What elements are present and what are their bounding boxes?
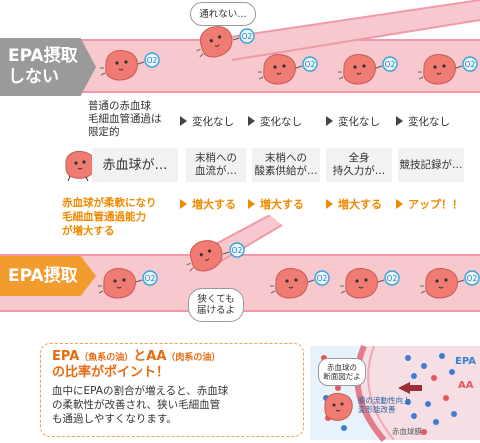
card-endurance: 全身 持久力が… — [326, 148, 392, 182]
card-rbc: 赤血球が… — [92, 148, 178, 182]
epa-molecule-dot — [421, 363, 427, 369]
svg-text:O2: O2 — [465, 60, 476, 69]
change-label-3: 変化なし — [326, 116, 380, 129]
red-blood-cell-icon: O2 — [340, 268, 400, 299]
red-blood-cell-icon: O2 — [420, 268, 480, 299]
svg-text:O2: O2 — [305, 60, 316, 69]
info-box-title: EPA（魚系の油）とAA（肉系の油） — [52, 349, 221, 364]
speech-bubble-bottom: 狭くても 届けるよ — [188, 288, 244, 322]
row-label-no-epa: EPA摂取 しない — [0, 38, 96, 96]
result-label-3: 増大する — [326, 196, 382, 212]
svg-text:O2: O2 — [467, 274, 478, 283]
aa-molecule-dot — [431, 375, 437, 381]
change-label-2: 変化なし — [248, 116, 302, 129]
info-box — [40, 343, 304, 437]
red-blood-cell-icon: O2 — [270, 268, 330, 299]
epa-molecule-dot — [341, 425, 347, 431]
card-oxygen-supply: 末梢への 酸素供給が… — [252, 148, 320, 182]
epa-molecule-dot — [425, 401, 431, 407]
rbc-mascot-small-icon — [324, 392, 353, 421]
change-label-1: 変化なし — [180, 116, 234, 129]
info-box-subtitle: の比率がポイント！ — [52, 365, 170, 380]
epa-molecule-dot — [411, 413, 417, 419]
epa-molecule-dot — [433, 419, 439, 425]
result-label-4: アップ！！ — [396, 196, 463, 212]
svg-text:O2: O2 — [387, 274, 398, 283]
aa-molecule-dot — [443, 395, 449, 401]
epa-molecule-dot — [439, 353, 445, 359]
epa-molecule-dot — [405, 355, 411, 361]
epa-molecule-dot — [451, 411, 457, 417]
red-blood-cell-icon: O2 — [98, 268, 158, 299]
red-blood-cell-icon: O2 — [418, 54, 478, 85]
diagram-aa-label: AA — [458, 380, 474, 391]
info-box-body: 血中にEPAの割合が増えると、赤血球 の柔軟性が改善され、狭い毛細血管 も通過し… — [52, 385, 229, 425]
svg-text:O2: O2 — [242, 32, 253, 41]
epa-molecule-dot — [411, 373, 417, 379]
red-blood-cell-icon: O2 — [186, 240, 245, 272]
card-competition-record: 競技記録が… — [398, 148, 464, 182]
epa-molecule-dot — [449, 369, 455, 375]
result-label-1: 増大する — [180, 196, 236, 212]
red-blood-cell-icon: O2 — [100, 50, 160, 81]
svg-text:O2: O2 — [317, 274, 328, 283]
svg-text:O2: O2 — [385, 60, 396, 69]
red-blood-cell-icon: O2 — [196, 26, 255, 58]
diagram-epa-label: EPA — [455, 356, 476, 367]
svg-text:O2: O2 — [145, 274, 156, 283]
epa-effect-note: 赤血球が柔軟になり 毛細血管通過能力 が増大する — [62, 197, 157, 237]
svg-text:O2: O2 — [147, 56, 158, 65]
rbc-membrane-diagram — [310, 344, 480, 442]
red-blood-cell-icon: O2 — [338, 54, 398, 85]
normal-rbc-note: 普通の赤血球 毛細血管通過は 限定的 — [88, 100, 162, 138]
red-blood-cell-icon: O2 — [258, 54, 318, 85]
diagram-improvement-label: 膜の流動性向上 変形能改善 — [358, 396, 411, 414]
card-peripheral-blood-flow: 末梢への 血流が… — [186, 148, 246, 182]
diagram-membrane-label: 赤血球膜 — [392, 427, 422, 436]
diagram-speech-bubble: 赤血球の 断面図だよ — [318, 358, 366, 386]
aa-molecule-dot — [421, 429, 427, 435]
row-label-epa: EPA摂取 — [0, 256, 96, 296]
aa-molecule-dot — [335, 385, 341, 391]
speech-bubble-top: 通れない… — [190, 2, 256, 26]
change-label-4: 変化なし — [396, 116, 450, 129]
epa-molecule-dot — [405, 399, 411, 405]
svg-text:O2: O2 — [232, 246, 243, 255]
rbc-mascot-icon — [65, 150, 96, 182]
result-label-2: 増大する — [248, 196, 304, 212]
